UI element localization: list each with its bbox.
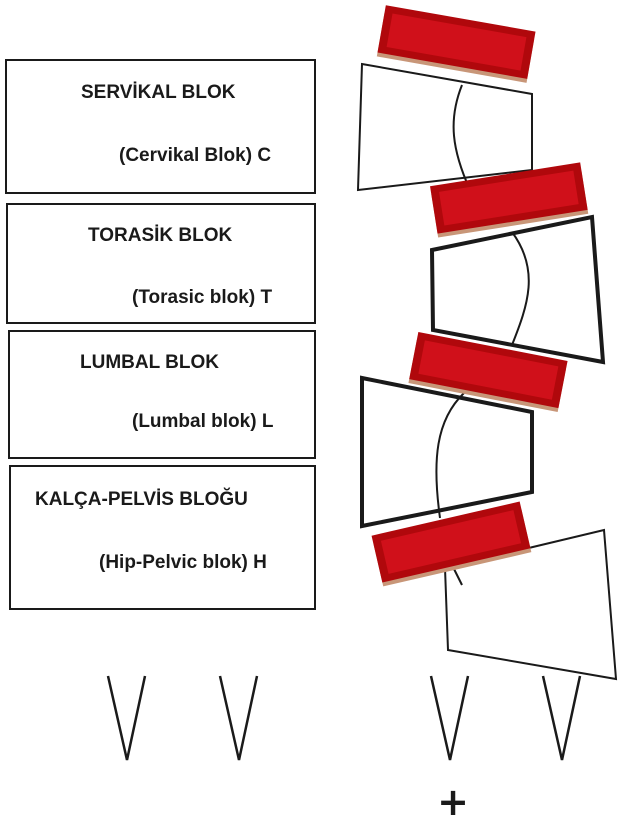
cervical-vertebra-shape [358, 64, 532, 190]
v-marker-3 [431, 676, 468, 760]
v-marker-2 [220, 676, 257, 760]
v-marker-1 [108, 676, 145, 760]
plus-sign: + [437, 780, 469, 824]
v-marker-4 [543, 676, 580, 760]
